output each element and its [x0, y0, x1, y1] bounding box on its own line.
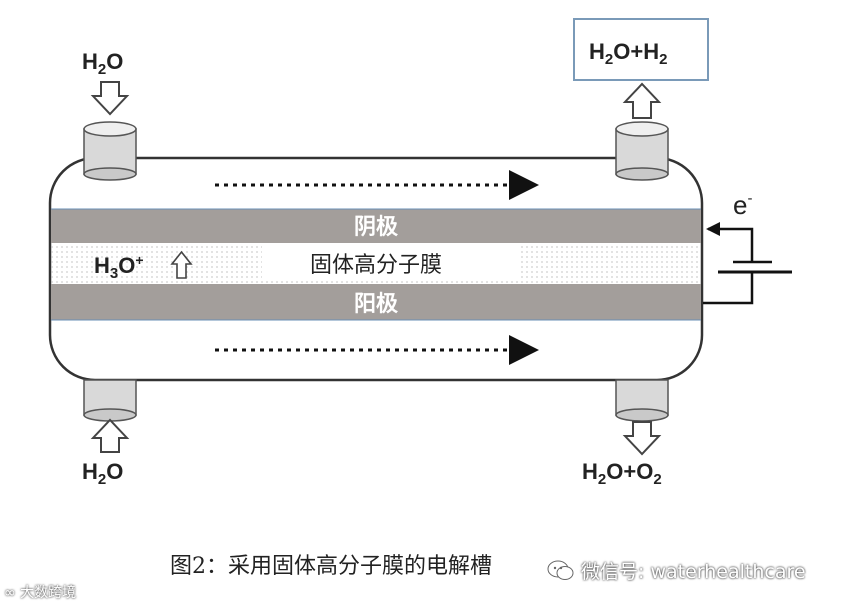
- inlet-bottom-label: H2O: [82, 459, 123, 488]
- cathode-label: 阴极: [354, 215, 399, 240]
- inlet-top-label: H2O: [82, 49, 123, 78]
- figure-caption: 图2：采用固体高分子膜的电解槽: [170, 554, 492, 579]
- anode-band: [51, 284, 701, 320]
- pipe-bottom-left: [83, 379, 137, 422]
- brand-watermark: ∞ 大数跨境: [4, 585, 77, 601]
- wechat-icon: [547, 560, 575, 582]
- wechat-watermark: 微信号: waterhealthcare: [547, 557, 806, 584]
- anode-label: 阳极: [354, 292, 399, 317]
- inlet-arrow-bottom: [90, 418, 130, 453]
- outlet-bottom-label: H2O+O2: [582, 459, 662, 488]
- inlet-arrow-top: [90, 81, 130, 116]
- ion-label: H3O+: [94, 252, 144, 282]
- outlet-top-label: H2O+H2: [589, 39, 667, 68]
- ion-arrow: [170, 250, 193, 279]
- outlet-arrow-bottom: [622, 421, 662, 456]
- electron-arrowhead: [706, 222, 720, 236]
- brand-logo-icon: ∞: [4, 585, 21, 601]
- pipe-top-left: [83, 121, 137, 181]
- membrane-label: 固体高分子膜: [310, 253, 442, 278]
- outlet-arrow-top: [622, 82, 662, 119]
- wechat-id: 微信号: waterhealthcare: [581, 561, 806, 583]
- pipe-bottom-right: [615, 379, 669, 422]
- electron-label: e-: [733, 190, 752, 220]
- cathode-band: [51, 209, 701, 243]
- outlet-top-box: [573, 18, 709, 81]
- battery-circuit: [703, 227, 792, 305]
- pipe-top-right: [615, 121, 669, 181]
